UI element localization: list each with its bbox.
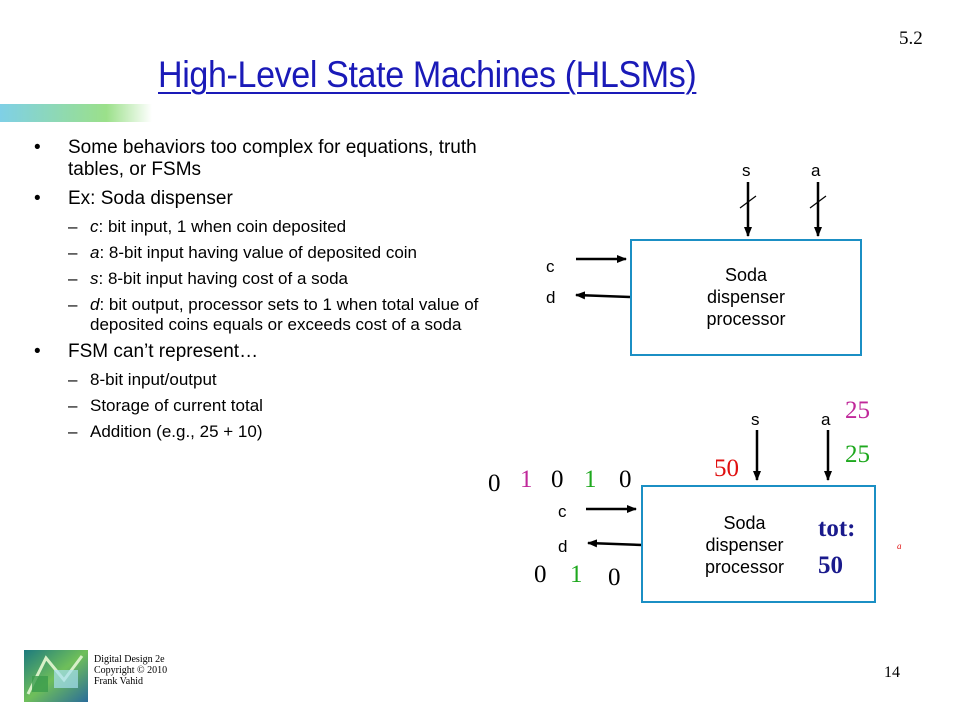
signal-a-label: a (811, 161, 821, 180)
dash-mark: – (68, 422, 78, 441)
processor-label-line: dispenser (705, 535, 784, 555)
bullet-item: • Some behaviors too complex for equatio… (34, 137, 504, 181)
footer-line: Frank Vahid (94, 676, 143, 687)
book-logo-icon (24, 650, 88, 702)
bullet-item: • Ex: Soda dispenser (34, 188, 504, 210)
bus-slash-s-top (739, 195, 757, 209)
processor-label: Soda dispenser processor (615, 512, 874, 578)
signal-c-label: c (558, 502, 567, 521)
sub-bullet-item: – c: bit input, 1 when coin deposited (34, 217, 504, 237)
dash-mark: – (68, 396, 78, 415)
d-sequence-value: 0 (534, 561, 547, 588)
bullet-dot: • (34, 341, 41, 362)
sub-bullet-item: – Addition (e.g., 25 + 10) (34, 422, 504, 442)
signal-s-label: s (751, 410, 760, 429)
wire-d-top (575, 291, 631, 300)
d-sequence-value: 0 (608, 564, 621, 591)
sub-bullet-item: – s: 8-bit input having cost of a soda (34, 269, 504, 289)
signal-name: c (90, 217, 99, 236)
processor-label-line: Soda (723, 513, 766, 533)
c-sequence-value: 1 (520, 466, 533, 493)
processor-label-line: Soda (724, 265, 768, 285)
signal-name: a (90, 243, 100, 262)
sub-bullet-text: : bit input, 1 when coin deposited (98, 217, 347, 236)
footer-line: Copyright © 2010 (94, 665, 168, 676)
signal-c-label: c (546, 257, 555, 276)
bus-slash-a-top (809, 195, 827, 209)
bullet-item: • FSM can’t represent… (34, 341, 504, 363)
footer-line: Digital Design 2e (94, 654, 165, 665)
sub-bullet-text: Storage of current total (90, 396, 263, 415)
d-sequence-value: 1 (570, 561, 583, 588)
processor-label-line: processor (706, 309, 786, 329)
sub-bullet-item: – a: 8-bit input having value of deposit… (34, 243, 504, 263)
total-value: 50 (818, 552, 843, 579)
bullet-dot: • (34, 137, 41, 158)
signal-s-label: s (742, 161, 751, 180)
sub-bullet-text: 8-bit input/output (90, 370, 217, 389)
wire-d-bottom (587, 539, 643, 548)
footer-credit: Digital Design 2e Copyright © 2010 Frank… (94, 654, 167, 687)
dash-mark: – (68, 217, 78, 236)
sub-bullet-text: : 8-bit input having value of deposited … (99, 243, 418, 262)
sub-bullet-item: – 8-bit input/output (34, 370, 504, 390)
total-label: tot: (818, 515, 856, 542)
processor-block-bottom: Soda dispenser processor (641, 485, 876, 603)
bullet-text: FSM can’t represent… (68, 341, 259, 362)
dash-mark: – (68, 269, 78, 288)
bullet-text: Ex: Soda dispenser (68, 188, 233, 209)
processor-label-line: dispenser (706, 287, 786, 307)
section-number: 5.2 (899, 28, 923, 49)
signal-a-label: a (821, 410, 831, 429)
c-sequence-value: 1 (584, 466, 597, 493)
signal-d-label: d (558, 537, 568, 556)
bullet-text: Some behaviors too complex for equations… (68, 137, 477, 180)
bullet-dot: • (34, 188, 41, 209)
sub-bullet-item: – Storage of current total (34, 396, 504, 416)
processor-block-top: Soda dispenser processor (630, 239, 862, 356)
c-sequence-value: 0 (551, 466, 564, 493)
dash-mark: – (68, 243, 78, 262)
signal-name: d (90, 295, 100, 314)
title-accent-bar (0, 104, 152, 122)
s-value: 50 (714, 455, 739, 482)
a-value: 25 (845, 441, 870, 468)
c-sequence-value: 0 (488, 470, 501, 497)
processor-label-line: processor (704, 557, 785, 577)
a-value: 25 (845, 397, 870, 424)
page-number: 14 (884, 664, 900, 681)
processor-label: Soda dispenser processor (632, 264, 860, 330)
signal-name: s (90, 269, 99, 288)
sub-bullet-text: : bit output, processor sets to 1 when t… (90, 295, 479, 334)
small-annotation: a (897, 541, 902, 551)
dash-mark: – (68, 295, 78, 314)
sub-bullet-text: Addition (e.g., 25 + 10) (90, 422, 263, 441)
signal-d-label: d (546, 288, 556, 307)
c-sequence-value: 0 (619, 466, 632, 493)
sub-bullet-item: – d: bit output, processor sets to 1 whe… (34, 295, 504, 335)
dash-mark: – (68, 370, 78, 389)
bullet-list: • Some behaviors too complex for equatio… (34, 137, 504, 448)
slide-title: High-Level State Machines (HLSMs) (158, 54, 697, 95)
sub-bullet-text: : 8-bit input having cost of a soda (98, 269, 349, 288)
